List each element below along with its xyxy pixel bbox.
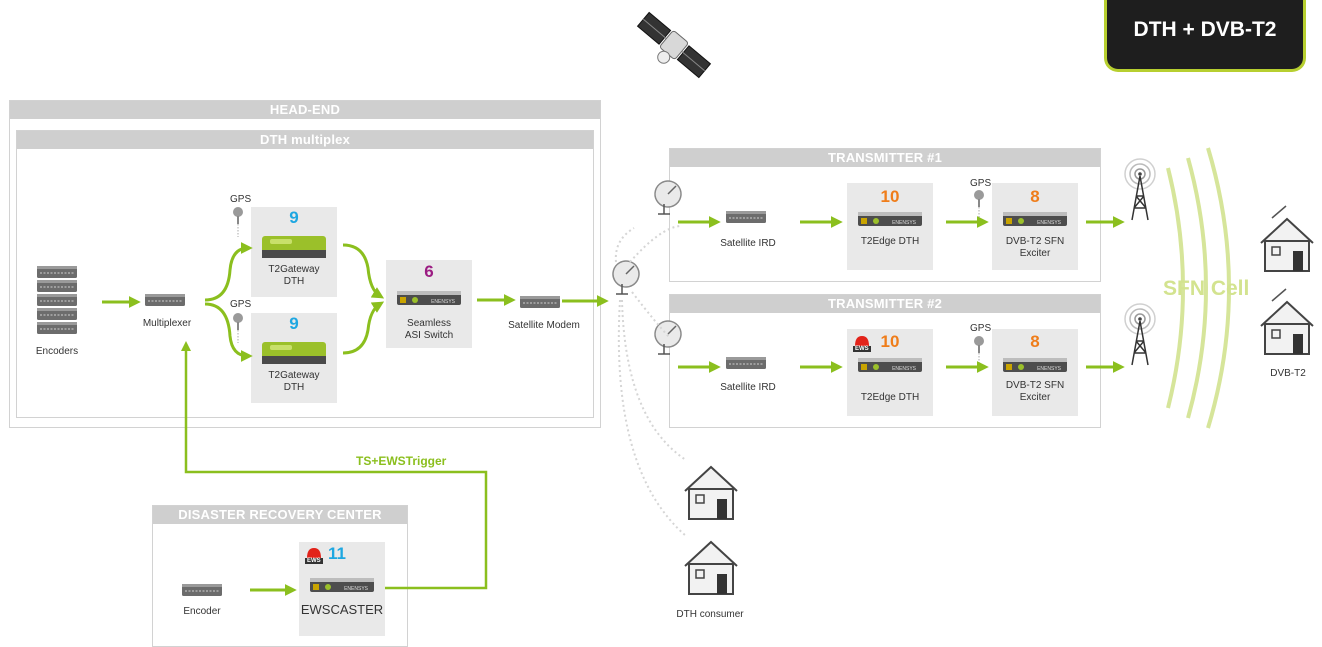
satellite-modem-label: Satellite Modem [508, 320, 580, 331]
ewscaster-number: 11 [328, 544, 346, 563]
t2edge-1-icon [858, 212, 922, 226]
gps-label: GPS [970, 323, 992, 334]
t2gateway-b-number: 9 [289, 314, 299, 333]
signal-arrows [102, 216, 1125, 596]
t2edge-2-icon [858, 358, 922, 372]
dotted-satellite-links [614, 225, 687, 537]
gps-icon [232, 312, 244, 344]
ts-ews-trigger-label: TS+EWSTrigger [356, 454, 447, 468]
t2edge-2-number: 10 [880, 332, 900, 351]
exciter-2-icon [1003, 358, 1067, 372]
gps-label: GPS [230, 194, 252, 205]
satellite-ird-1-label: Satellite IRD [720, 238, 776, 249]
dth-house-1-icon [684, 466, 738, 520]
encoder-icon [181, 583, 223, 597]
exciter-1-number: 8 [1030, 187, 1040, 206]
exciter-1-icon [1003, 212, 1067, 226]
satellite-modem-icon [519, 295, 561, 309]
t2gateway-a-number: 9 [289, 208, 299, 227]
tower-1-icon [1124, 158, 1156, 221]
encoder-label: Encoder [183, 606, 221, 617]
multiplexer-icon [144, 293, 186, 307]
t2edge-1-number: 10 [880, 187, 900, 206]
dth-multiplex-title: DTH multiplex [17, 131, 593, 149]
gps-label: GPS [230, 299, 252, 310]
transmitter-2-title: TRANSMITTER #2 [670, 295, 1100, 313]
t2edge-2-label: T2Edge DTH [860, 392, 920, 403]
dth-consumer-label: DTH consumer [676, 609, 744, 620]
ewscaster-icon [310, 578, 374, 592]
encoders-label: Encoders [35, 346, 79, 357]
t2gateway-a-label: T2Gateway DTH [268, 264, 320, 287]
head-end-title: HEAD-END [10, 101, 600, 119]
sfn-cell-label: SFN Cell [1163, 277, 1250, 300]
ewscaster-label: EWSCASTER [300, 602, 384, 617]
exciter-2-box [992, 329, 1078, 416]
gps-label: GPS [970, 178, 992, 189]
t2gateway-b-icon [262, 342, 326, 364]
satellite-ird-1-icon [725, 210, 767, 224]
badge-text: DTH + DVB-T2 [1133, 18, 1277, 41]
dth-dvb-t2-badge: DTH + DVB-T2 [1104, 0, 1306, 72]
satellite-icon [636, 11, 712, 79]
gps-icon [973, 335, 985, 367]
ews-alarm-icon [853, 336, 871, 352]
t2gateway-b-label: T2Gateway DTH [268, 370, 320, 393]
disaster-recovery-title: DISASTER RECOVERY CENTER [153, 506, 407, 524]
sfn-wave-arcs [1166, 147, 1231, 429]
exciter-2-label: DVB-T2 SFN Exciter [1005, 380, 1065, 403]
exciter-2-number: 8 [1030, 332, 1040, 351]
tx1-dish-icon [649, 175, 687, 215]
ews-tag: EWS [855, 346, 869, 352]
t2gateway-a-icon [262, 236, 326, 258]
uplink-dish-icon [607, 255, 645, 295]
transmitter-1-title: TRANSMITTER #1 [670, 149, 1100, 167]
dvb-t2-house-1-icon [1260, 218, 1314, 272]
gps-icon [973, 189, 985, 221]
multiplexer-label: Multiplexer [142, 318, 192, 329]
satellite-ird-2-icon [725, 356, 767, 370]
t2edge-1-label: T2Edge DTH [860, 236, 920, 247]
dth-house-2-icon [684, 541, 738, 595]
dvb-t2-house-2-icon [1260, 301, 1314, 355]
dvb-t2-label: DVB-T2 [1270, 368, 1306, 379]
exciter-1-box [992, 183, 1078, 270]
seamless-switch-label: Seamless ASI Switch [404, 318, 454, 341]
ews-trigger-line [181, 341, 488, 590]
tower-2-icon [1124, 303, 1156, 366]
ews-tag: EWS [307, 558, 321, 564]
exciter-1-label: DVB-T2 SFN Exciter [1005, 236, 1065, 259]
t2edge-1-box [847, 183, 933, 270]
ews-alarm-icon [305, 548, 323, 564]
seamless-switch-number: 6 [424, 262, 434, 281]
encoders-stack-icon [36, 265, 78, 335]
gps-icon [232, 206, 244, 238]
satellite-ird-2-label: Satellite IRD [720, 382, 776, 393]
seamless-switch-icon [397, 291, 461, 305]
